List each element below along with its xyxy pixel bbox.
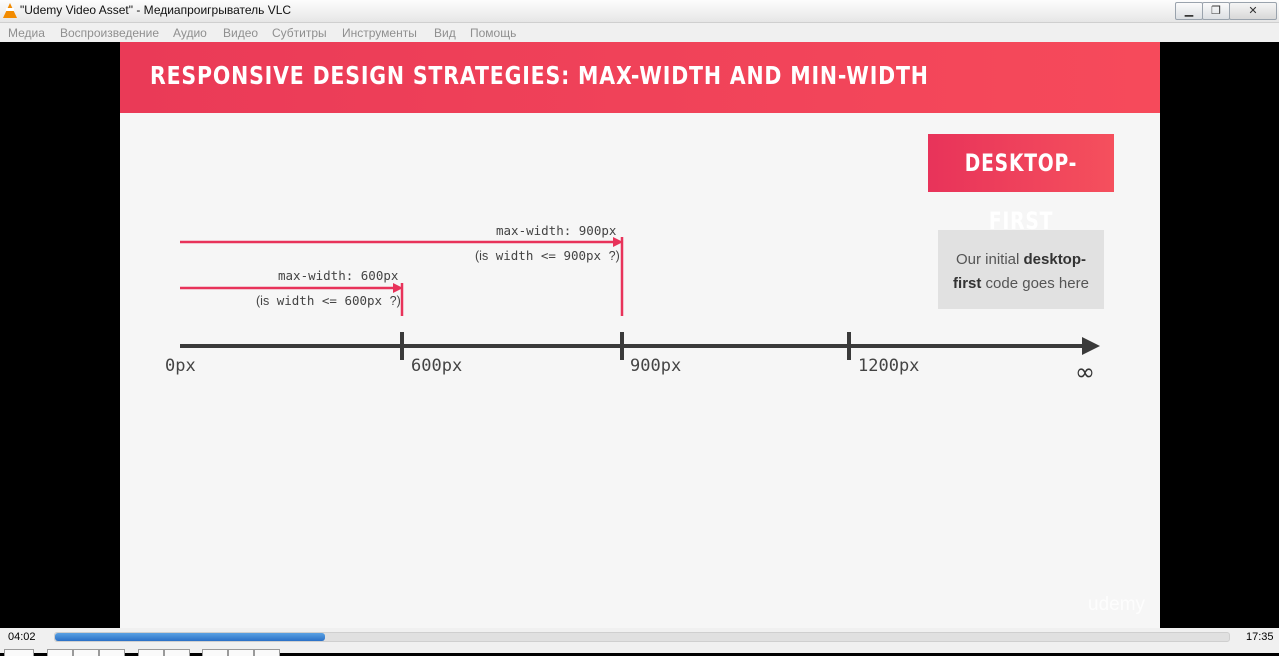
max-width-600-label: max-width: 600px (278, 268, 399, 283)
q600-close: ?) (389, 294, 401, 308)
minimize-button[interactable]: ▁ (1175, 2, 1203, 20)
axis-arrowhead (1082, 337, 1100, 355)
menu-playback[interactable]: Воспроизведение (60, 26, 160, 40)
q900-middle: width <= 900px (488, 248, 609, 263)
seek-bar[interactable] (54, 632, 1230, 642)
menu-subtitles[interactable]: Субтитры (272, 26, 327, 40)
window-titlebar: "Udemy Video Asset" - Медиапроигрыватель… (0, 0, 1279, 23)
player-controls: 04:02 17:35 (0, 628, 1279, 656)
total-time: 17:35 (1246, 631, 1274, 643)
q600-middle: width <= 600px (269, 293, 390, 308)
max-width-900-arrowhead (613, 237, 623, 247)
max-width-600-arrowhead (393, 283, 403, 293)
max-width-900-label: max-width: 900px (496, 223, 617, 238)
tick-label-0: 0px (165, 356, 196, 376)
menu-bar: Медиа Воспроизведение Аудио Видео Субтит… (0, 23, 1279, 42)
max-width-600-condition: (is width <= 600px ?) (256, 293, 401, 308)
video-area[interactable]: Responsive design strategies: max-width … (0, 42, 1279, 628)
note-bold: desktop-first (953, 251, 1087, 292)
tick-label-600: 600px (411, 356, 463, 376)
seek-progress (55, 633, 326, 641)
slide-banner: Responsive design strategies: max-width … (120, 42, 1160, 113)
close-button[interactable]: ✕ (1229, 2, 1277, 20)
menu-video[interactable]: Видео (223, 26, 259, 40)
window-title: "Udemy Video Asset" - Медиапроигрыватель… (20, 3, 292, 17)
max-width-900-condition: (is width <= 900px ?) (475, 248, 620, 263)
tick-label-900: 900px (630, 356, 682, 376)
menu-view[interactable]: Вид (434, 26, 456, 40)
vlc-cone-icon (3, 3, 17, 18)
menu-help[interactable]: Помощь (470, 26, 517, 40)
elapsed-time: 04:02 (8, 631, 36, 643)
menu-media[interactable]: Медиа (8, 26, 45, 40)
note-box: Our initial desktop-first code goes here (938, 230, 1104, 309)
menu-audio[interactable]: Аудио (173, 26, 207, 40)
infinity-symbol: ∞ (1075, 358, 1095, 386)
maximize-button[interactable]: ❐ (1202, 2, 1230, 20)
udemy-watermark: udemy (1088, 594, 1146, 615)
q600-open: (is (256, 294, 270, 308)
slide: Responsive design strategies: max-width … (120, 42, 1160, 628)
q900-open: (is (475, 249, 489, 263)
note-text: Our initial desktop-first code goes here (948, 248, 1094, 296)
note-post: code goes here (981, 275, 1089, 292)
note-pre: Our initial (955, 251, 1024, 268)
q900-close: ?) (608, 249, 620, 263)
slide-title: Responsive design strategies: max-width … (150, 61, 929, 90)
breakpoint-diagram (180, 237, 1100, 360)
tick-label-1200: 1200px (858, 356, 920, 376)
menu-tools[interactable]: Инструменты (342, 26, 417, 40)
